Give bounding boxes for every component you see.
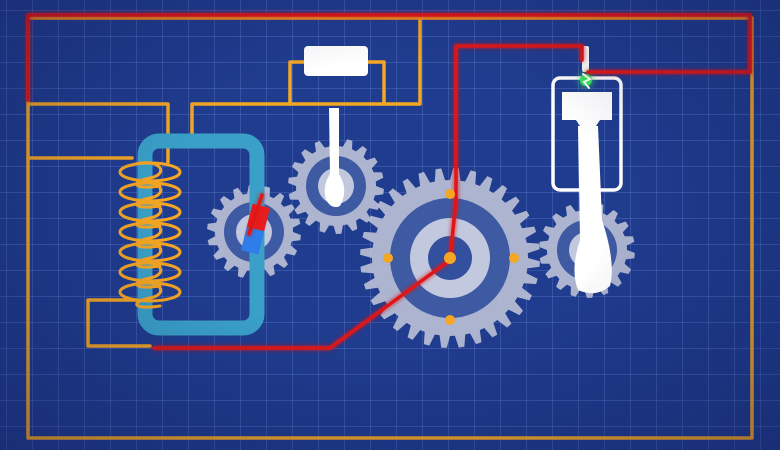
resistor-loop-wire xyxy=(190,16,422,136)
piston-connecting-rod xyxy=(574,126,612,294)
resistor-left-lead xyxy=(288,60,306,106)
spark-plug-icon xyxy=(580,46,592,89)
coil-wire-strand xyxy=(134,241,163,269)
coil-wire-strand xyxy=(134,281,163,309)
coil-wire-strand xyxy=(134,201,163,229)
gear-pin xyxy=(444,252,456,264)
resistor-icon xyxy=(304,46,368,76)
gear-pin xyxy=(445,315,455,325)
gear-pin xyxy=(383,253,393,263)
coil-wire-strand xyxy=(134,221,163,249)
orange-wire-network xyxy=(26,16,754,440)
active-circuit-path xyxy=(26,13,752,350)
gear-pin xyxy=(445,189,455,199)
outer-frame-wire xyxy=(26,16,754,440)
gear-pin xyxy=(509,253,519,263)
piston-head xyxy=(562,92,612,132)
crank-rod-top xyxy=(324,108,345,208)
magnet-south-pole xyxy=(240,226,265,255)
coil-return-wire xyxy=(86,298,152,348)
coil-wire-strand xyxy=(134,261,163,289)
active-coil-bottom xyxy=(152,258,452,350)
spark-bolt xyxy=(582,73,592,89)
active-riser xyxy=(448,44,584,262)
coil-wire-strand xyxy=(134,181,163,209)
gear-pins xyxy=(383,189,519,325)
resistor-right-lead xyxy=(366,60,386,106)
gear-train xyxy=(207,138,635,348)
electromagnet-coil-icon xyxy=(118,161,182,309)
active-rotor-link xyxy=(247,193,264,236)
active-top-loop xyxy=(26,13,752,102)
coil-wire-strand xyxy=(134,161,163,189)
